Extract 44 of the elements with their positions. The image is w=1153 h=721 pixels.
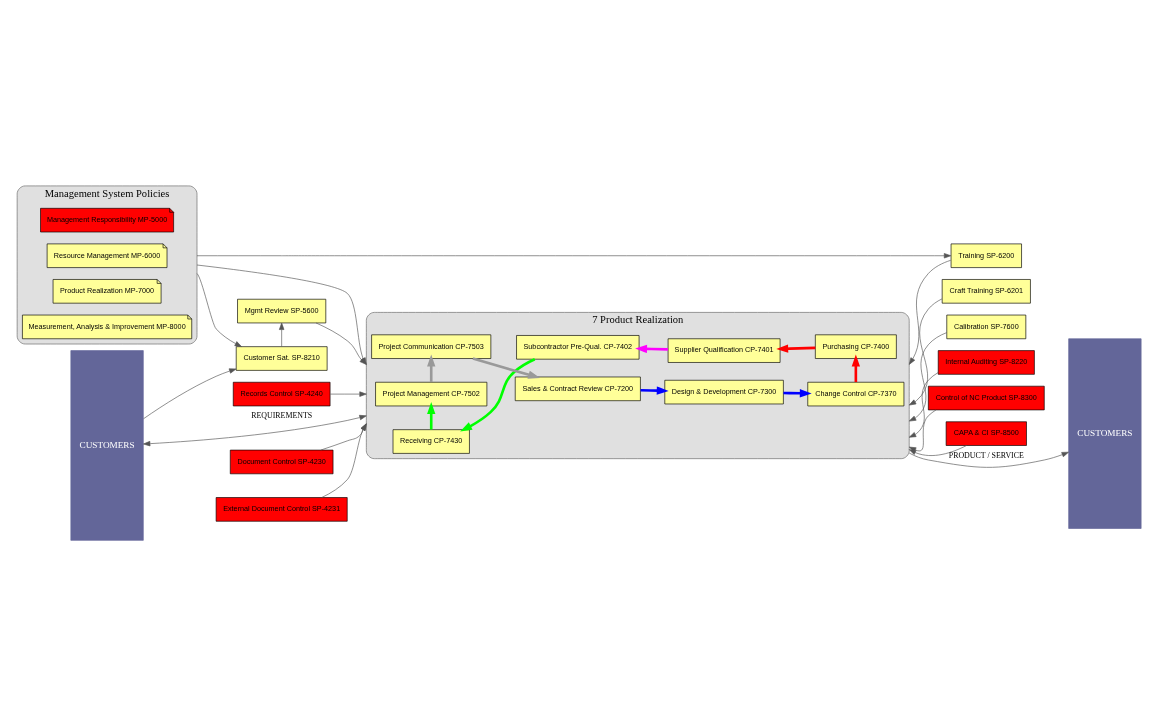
node-box: CUSTOMERS <box>1068 338 1142 529</box>
node-box: Receiving CP-7430 <box>392 429 470 454</box>
arrow <box>143 414 367 447</box>
node-box: Design & Development CP-7300 <box>664 379 784 405</box>
arrow <box>640 386 669 395</box>
arrow <box>460 358 536 432</box>
arrow <box>635 344 668 354</box>
arrow <box>908 298 943 406</box>
node-box: Subcontractor Pre-Qual. CP-7402 <box>516 335 640 360</box>
arrow <box>908 259 952 365</box>
arrow <box>908 445 967 456</box>
arrow <box>329 391 367 397</box>
node-box: Project Communication CP-7503 <box>371 334 492 359</box>
arrow <box>320 423 367 451</box>
arrow <box>908 372 939 438</box>
node-box: Document Control SP-4230 <box>229 449 334 475</box>
arrow <box>908 451 1069 468</box>
arrow <box>196 273 242 347</box>
node-box: Customer Sat. SP-8210 <box>235 346 328 371</box>
node-box: Craft Training SP-6201 <box>941 279 1031 304</box>
node-box: Mgmt Review SP-5600 <box>237 298 327 324</box>
arrow <box>776 344 816 353</box>
arrow <box>908 409 937 453</box>
arrow <box>279 322 285 347</box>
node-box: CUSTOMERS <box>70 350 144 541</box>
arrow <box>143 368 237 420</box>
node-box: Internal Auditing SP-8220 <box>937 350 1035 375</box>
arrow <box>196 253 952 259</box>
node-box: Supplier Qualification CP-7401 <box>667 338 781 363</box>
node-box: External Document Control SP-4231 <box>215 497 348 522</box>
arrow <box>427 402 436 430</box>
arrow <box>427 354 436 383</box>
node-box: Project Management CP-7502 <box>375 381 488 407</box>
node-box: Records Control SP-4240 <box>232 381 331 407</box>
arrow <box>472 357 541 379</box>
node-box: Change Control CP-7370 <box>807 381 905 407</box>
arrow <box>908 332 948 422</box>
node-box: CAPA & CI SP-8500 <box>945 421 1027 446</box>
node-box: Sales & Contract Review CP-7200 <box>514 376 641 401</box>
arrow <box>321 423 367 498</box>
node-box: Purchasing CP-7400 <box>815 334 897 359</box>
node-box: Calibration SP-7600 <box>946 314 1027 340</box>
node-box: Control of NC Product SP-8300 <box>928 385 1045 411</box>
node-box: Training SP-6200 <box>950 243 1022 268</box>
